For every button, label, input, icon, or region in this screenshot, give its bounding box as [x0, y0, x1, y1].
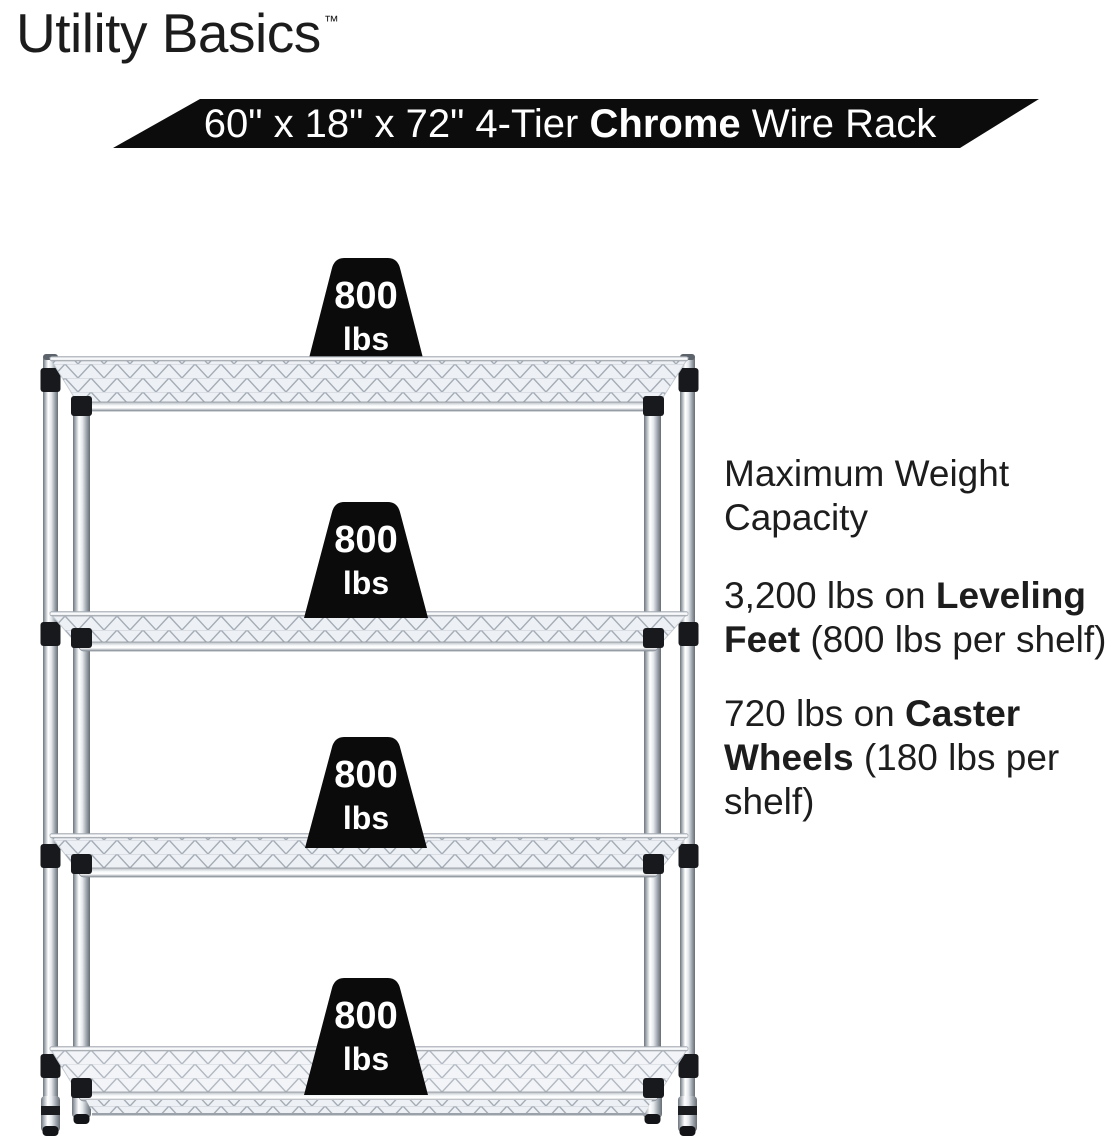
- weight-badge: 800 lbs: [305, 737, 427, 848]
- capacity-spec-caster-wheels: 720 lbs on Caster Wheels (180 lbs per sh…: [724, 692, 1120, 824]
- banner-title-prefix: 60" x 18" x 72" 4-Tier: [203, 102, 590, 146]
- post-collars-back: [40, 368, 699, 1078]
- banner-background: [113, 99, 1039, 148]
- title-banner: 60" x 18" x 72" 4-Tier Chrome Wire Rack: [0, 90, 1120, 160]
- weight-badge-unit: lbs: [343, 1041, 389, 1077]
- weight-badge-value: 800: [334, 754, 397, 796]
- post-collars-front: [71, 396, 664, 1098]
- leveling-foot: [678, 1096, 697, 1136]
- shelf: [48, 833, 690, 878]
- banner-title: 60" x 18" x 72" 4-Tier Chrome Wire Rack: [130, 99, 1010, 148]
- capacity-heading: Maximum Weight Capacity: [724, 453, 1010, 538]
- weight-badge-unit: lbs: [343, 565, 389, 601]
- weight-badge-unit: lbs: [343, 321, 389, 357]
- weight-badge: 800 lbs: [304, 502, 428, 618]
- shelf: [49, 356, 689, 412]
- spec-suffix: (800 lbs per shelf): [800, 619, 1107, 660]
- banner-title-finish: Chrome: [589, 102, 741, 146]
- weight-badge-value: 800: [334, 275, 397, 317]
- weight-badge-value: 800: [334, 519, 397, 561]
- spec-suffix: (180 lbs per shelf): [724, 737, 1060, 822]
- capacity-info: Maximum Weight Capacity 3,200 lbs on Lev…: [724, 452, 1120, 854]
- weight-badge: 800 lbs: [304, 978, 428, 1095]
- trademark-symbol: ™: [323, 13, 339, 30]
- leveling-foot: [41, 1096, 60, 1136]
- spec-emphasis: Leveling Feet: [724, 575, 1086, 660]
- spec-emphasis: Caster Wheels: [724, 693, 1021, 778]
- weight-badge-unit: lbs: [343, 800, 389, 836]
- spec-prefix: 3,200 lbs on: [724, 575, 936, 616]
- banner-title-suffix: Wire Rack: [740, 102, 937, 146]
- brand-name: Utility Basics: [16, 2, 321, 64]
- weight-badge-value: 800: [334, 995, 397, 1037]
- weight-badge: 800 lbs: [308, 258, 424, 362]
- spec-prefix: 720 lbs on: [724, 693, 906, 734]
- capacity-spec-leveling-feet: 3,200 lbs on Leveling Feet (800 lbs per …: [724, 574, 1120, 662]
